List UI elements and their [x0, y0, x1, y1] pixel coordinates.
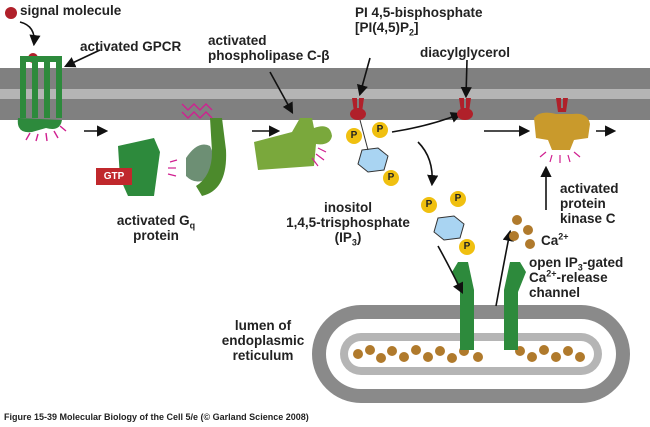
gtp-tag — [96, 168, 132, 185]
label-activated-plc: activated phospholipase C-β — [208, 33, 330, 63]
pip2-lipid — [350, 98, 366, 120]
plasma-membrane — [0, 68, 650, 120]
label-signal-molecule: signal molecule — [20, 3, 122, 18]
label-calcium: Ca2+ — [541, 231, 569, 248]
gtp-label: GTP — [103, 171, 125, 182]
phosphate-group: P — [372, 122, 388, 138]
label-pip2: PI 4,5-bisphosphate [PI(4,5)P2] — [355, 5, 483, 38]
phosphate-group: P — [346, 128, 362, 144]
protein-kinase-c — [534, 98, 590, 163]
signal-molecule — [5, 7, 41, 47]
gq-protein — [118, 103, 227, 196]
phosphate-group: P — [450, 191, 466, 207]
dag-lipid — [457, 98, 473, 120]
label-activated-pkc: activated protein kinase C — [560, 181, 619, 226]
pathway-arrows — [63, 49, 617, 307]
phospholipase-c — [254, 118, 332, 170]
label-activated-gq: activated Gq protein — [116, 213, 196, 243]
label-ip3: inositol 1,4,5-trisphosphate (IP3) — [286, 200, 410, 248]
phosphate-group: P — [383, 170, 399, 186]
label-channel: open IP3-gated Ca2+-release channel — [529, 255, 624, 300]
ip3-molecule — [433, 215, 465, 241]
phosphate-group: P — [459, 239, 475, 255]
label-diacylglycerol: diacylglycerol — [420, 45, 511, 60]
label-activated-gpcr: activated GPCR — [80, 39, 182, 54]
cytosolic-calcium-ions — [509, 215, 535, 249]
inositol-ring-membrane — [357, 119, 389, 173]
label-lumen: lumen of endoplasmic reticulum — [221, 318, 305, 363]
gpcr-receptor — [17, 53, 67, 142]
figure-caption: Figure 15-39 Molecular Biology of the Ce… — [4, 412, 309, 422]
phosphate-group: P — [421, 197, 437, 213]
